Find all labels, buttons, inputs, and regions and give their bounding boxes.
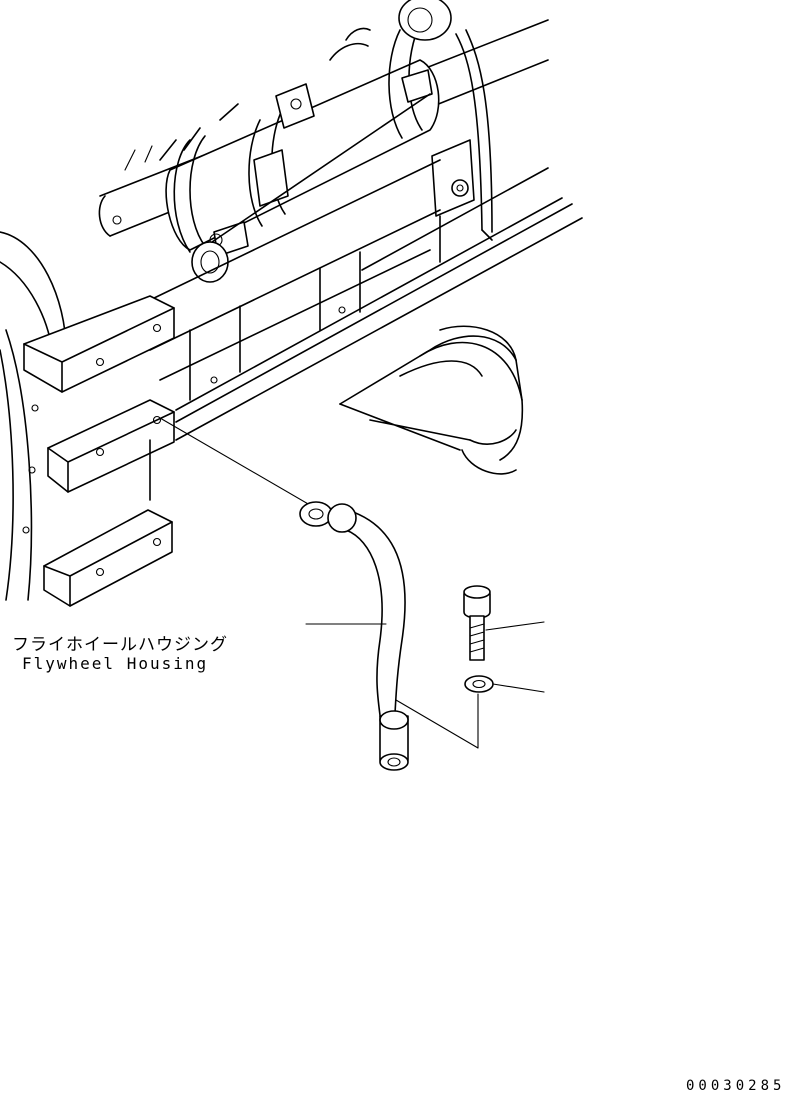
part-label-english: Flywheel Housing — [22, 654, 209, 673]
bolt — [463, 585, 491, 661]
leader-line-washer — [492, 683, 545, 693]
hose-tube — [299, 501, 409, 771]
drawing-number: 00030285 — [686, 1078, 786, 1094]
part-label-japanese: フライホイールハウジング — [12, 635, 228, 655]
leader-line-bolt — [485, 621, 545, 631]
washer — [464, 675, 494, 693]
engine-assembly — [0, 0, 583, 607]
leader-line-bracket — [395, 693, 479, 749]
leader-line-housing — [159, 417, 323, 513]
